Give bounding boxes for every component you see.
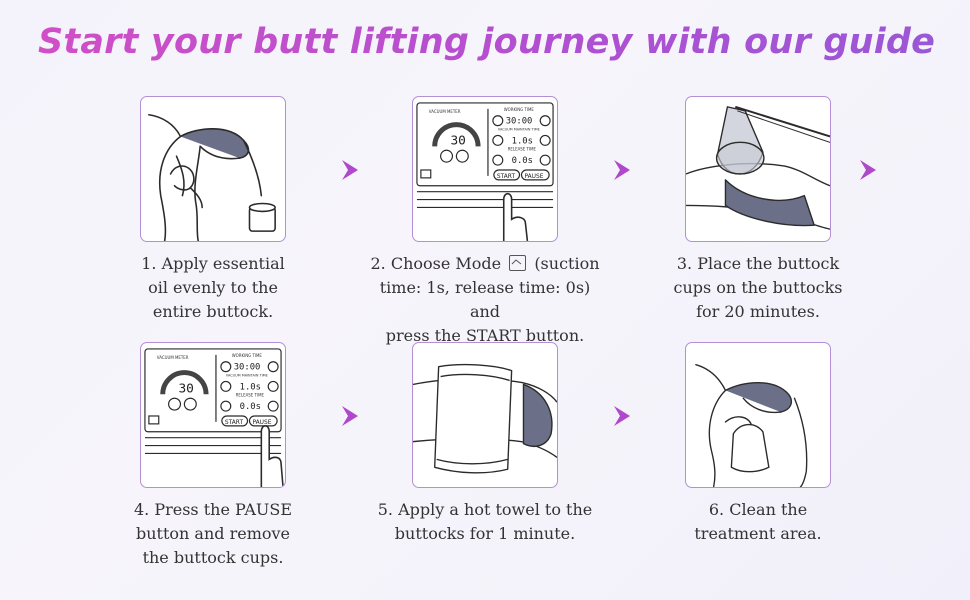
step-5-illustration	[412, 342, 558, 488]
arrow-right-icon	[612, 158, 632, 182]
svg-text:30:00: 30:00	[234, 363, 261, 373]
svg-text:PAUSE: PAUSE	[524, 174, 543, 180]
step-2-illustration: VACUUM METER WORKING TIME VACUUM MAINTAI…	[412, 96, 558, 242]
arrow-right-icon	[858, 158, 878, 182]
step-2: VACUUM METER WORKING TIME VACUUM MAINTAI…	[370, 96, 600, 348]
svg-text:PAUSE: PAUSE	[252, 420, 271, 426]
hot-towel-illustration	[413, 363, 557, 474]
svg-text:START: START	[497, 174, 516, 180]
mode-wave-icon	[509, 255, 527, 271]
svg-text:START: START	[225, 420, 244, 426]
svg-text:RELEASE TIME: RELEASE TIME	[508, 146, 537, 151]
svg-text:VACUUM METER: VACUUM METER	[157, 355, 189, 360]
step-4: VACUUM METER WORKING TIME VACUUM MAINTAI…	[98, 342, 328, 570]
svg-text:0.0s: 0.0s	[512, 156, 533, 166]
arrow-right-icon	[612, 404, 632, 428]
svg-text:1.0s: 1.0s	[240, 382, 261, 392]
svg-text:30: 30	[178, 381, 193, 396]
arrow-right-icon	[340, 158, 360, 182]
step-3-illustration	[685, 96, 831, 242]
apply-oil-illustration	[148, 113, 276, 241]
svg-text:WORKING TIME: WORKING TIME	[504, 107, 535, 112]
step-1-illustration	[140, 96, 286, 242]
page-title: Start your butt lifting journey with our…	[38, 22, 936, 62]
step-1: 1. Apply essential oil evenly to the ent…	[98, 96, 328, 324]
step-4-illustration: VACUUM METER WORKING TIME VACUUM MAINTAI…	[140, 342, 286, 488]
control-panel-pause-illustration: VACUUM METER WORKING TIME VACUUM MAINTAI…	[144, 348, 284, 487]
step-1-caption: 1. Apply essential oil evenly to the ent…	[141, 254, 285, 321]
place-cups-illustration	[686, 105, 830, 230]
step-2-caption: 2. Choose Mode (suction time: 1s, releas…	[370, 254, 600, 345]
step-3-caption: 3. Place the buttock cups on the buttock…	[673, 254, 843, 321]
svg-text:VACUUM METER: VACUUM METER	[429, 109, 461, 114]
svg-text:1.0s: 1.0s	[512, 136, 533, 146]
svg-text:WORKING TIME: WORKING TIME	[232, 353, 263, 358]
step-5: 5. Apply a hot towel to the buttocks for…	[370, 342, 600, 546]
svg-text:0.0s: 0.0s	[240, 402, 261, 412]
svg-text:VACUUM MAINTAIN TIME: VACUUM MAINTAIN TIME	[226, 374, 268, 378]
step-6-caption: 6. Clean the treatment area.	[694, 500, 822, 543]
step-5-caption: 5. Apply a hot towel to the buttocks for…	[377, 500, 593, 543]
step-6-illustration	[685, 342, 831, 488]
arrow-right-icon	[340, 404, 360, 428]
svg-text:30: 30	[450, 133, 465, 148]
svg-text:RELEASE TIME: RELEASE TIME	[236, 392, 265, 397]
step-3: 3. Place the buttock cups on the buttock…	[643, 96, 873, 324]
control-panel-start-illustration: VACUUM METER WORKING TIME VACUUM MAINTAI…	[416, 102, 554, 241]
svg-text:30:00: 30:00	[506, 117, 533, 127]
step-4-caption: 4. Press the PAUSE button and remove the…	[133, 500, 292, 567]
step-6: 6. Clean the treatment area.	[643, 342, 873, 546]
svg-text:VACUUM MAINTAIN TIME: VACUUM MAINTAIN TIME	[498, 128, 540, 132]
clean-area-illustration	[695, 364, 808, 487]
